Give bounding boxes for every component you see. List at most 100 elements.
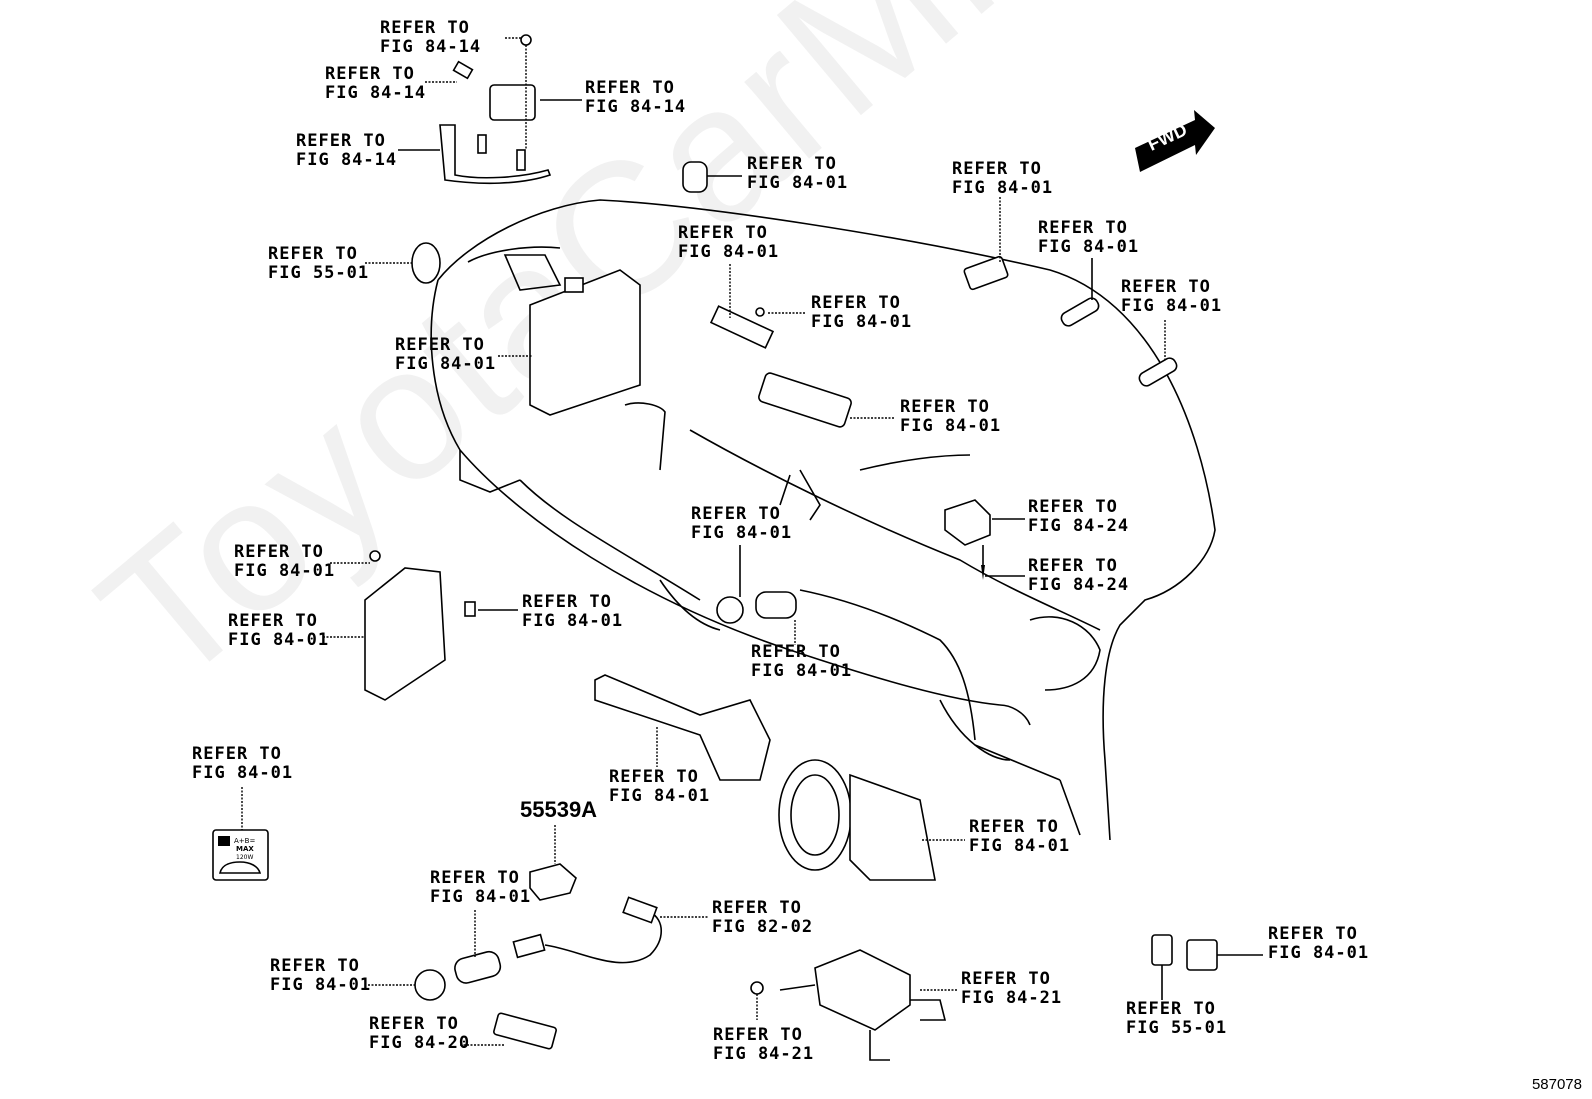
fwd-indicator: FWD (1135, 113, 1211, 161)
callout-line1: REFER TO (747, 154, 837, 174)
callout-figure-ref: FIG 84-01 (522, 611, 624, 631)
fwd-label: FWD (1144, 119, 1191, 155)
callout-line1: REFER TO (1028, 497, 1118, 517)
callout-line1: REFER TO (234, 542, 324, 562)
callout-line1: REFER TO (380, 18, 470, 38)
callout-figure-ref: FIG 84-01 (751, 661, 853, 681)
switch-module-part (758, 372, 852, 428)
callout-figure-ref: FIG 84-01 (430, 887, 532, 907)
callout-line1: REFER TO (713, 1025, 803, 1045)
callout-figure-ref: FIG 55-01 (1126, 1018, 1228, 1038)
callout-line1: REFER TO (751, 642, 841, 662)
stop-lamp-switch-part (963, 255, 1009, 291)
label-text-mid: MAX (236, 845, 254, 853)
fwd-arrow-icon (1135, 110, 1215, 172)
callout-line1: REFER TO (691, 504, 781, 524)
callout-figure-ref: FIG 84-14 (296, 150, 398, 170)
callout-figure-ref: FIG 84-01 (270, 975, 372, 995)
callout-figure-ref: FIG 84-01 (811, 312, 913, 332)
callout-line1: REFER TO (270, 956, 360, 976)
callout-figure-ref: FIG 84-01 (900, 416, 1002, 436)
callout-line1: REFER TO (585, 78, 675, 98)
control-module-part (364, 550, 476, 701)
callout-line1: REFER TO (961, 969, 1051, 989)
callout-figure-ref: FIG 84-24 (1028, 516, 1130, 536)
switch-pair-part (1151, 934, 1218, 971)
leader-lines (241, 37, 1263, 1046)
label-text-top: A+B= (234, 837, 255, 845)
ecu-module-part (529, 269, 641, 416)
part-number-label[interactable]: 55539A (520, 797, 598, 822)
bulb-socket-part-1 (1060, 297, 1100, 327)
callout-line1: REFER TO (609, 767, 699, 787)
callout-figure-ref: FIG 84-01 (1268, 943, 1370, 963)
callout-figure-ref: FIG 84-14 (380, 37, 482, 57)
callout-figure-ref: FIG 84-01 (969, 836, 1071, 856)
sensor-bracket-part (439, 34, 552, 185)
turn-signal-switch-part (594, 674, 771, 781)
callout-figure-ref: FIG 84-14 (585, 97, 687, 117)
callout-line1: REFER TO (268, 244, 358, 264)
callout-figure-ref: FIG 84-01 (395, 354, 497, 374)
callout-line1: REFER TO (1121, 277, 1211, 297)
callout-figure-ref: FIG 84-20 (369, 1033, 471, 1053)
callout-line1: REFER TO (1126, 999, 1216, 1019)
callout-line1: REFER TO (192, 744, 282, 764)
callout-line1: REFER TO (395, 335, 485, 355)
callout-figure-ref: FIG 84-01 (234, 561, 336, 581)
callout-figure-ref: FIG 84-01 (1038, 237, 1140, 257)
callout-figure-ref: FIG 84-01 (192, 763, 294, 783)
callout-figure-ref: FIG 84-14 (325, 83, 427, 103)
callout-line1: REFER TO (1268, 924, 1358, 944)
callout-line1: REFER TO (325, 64, 415, 84)
callout-figure-ref: FIG 84-24 (1028, 575, 1130, 595)
callout-figure-ref: FIG 84-01 (747, 173, 849, 193)
callout-figure-ref: FIG 84-01 (678, 242, 780, 262)
power-outlet-part-2 (414, 896, 663, 1001)
callout-figure-ref: FIG 84-01 (1121, 296, 1223, 316)
callout-figure-ref: FIG 84-01 (609, 786, 711, 806)
label-text-bot: 120W (236, 854, 253, 861)
clock-spring-part (778, 759, 936, 881)
callout-figure-ref: FIG 84-01 (691, 523, 793, 543)
airbag-sensor-part (750, 949, 947, 1061)
figure-id: 587078 (1531, 1076, 1582, 1093)
relay-part (944, 499, 991, 580)
dashboard-outline (430, 199, 1216, 841)
callout-figure-ref: FIG 84-21 (713, 1044, 815, 1064)
callout-line1: REFER TO (369, 1014, 459, 1034)
callout-line1: REFER TO (296, 131, 386, 151)
